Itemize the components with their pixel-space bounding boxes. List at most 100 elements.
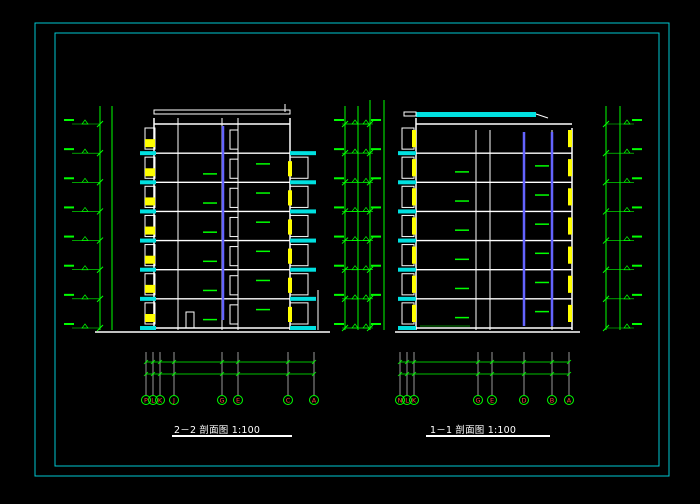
balcony-slab (290, 326, 316, 330)
axis-bubble (283, 395, 293, 405)
axis-bubble (409, 395, 419, 405)
level-text-mark (64, 206, 74, 209)
balcony-rail (144, 214, 156, 238)
balcony-slab (290, 209, 316, 214)
balcony-edge (412, 246, 416, 264)
level-symbol (351, 265, 359, 271)
right-section-title: 1－1 剖面图 1:100 (430, 425, 517, 436)
balcony-edge (145, 168, 155, 177)
level-symbol (81, 206, 89, 212)
roof-parapet (153, 109, 291, 115)
level-symbol (623, 119, 631, 125)
balcony-edge (288, 277, 292, 293)
balcony-slab (140, 296, 156, 301)
balcony-slab (398, 151, 416, 156)
level-text-mark (632, 235, 642, 238)
axis-label: J (172, 397, 175, 405)
axis-dim-tick (285, 359, 291, 365)
axis-bubble (155, 395, 165, 405)
level-text-mark (334, 293, 344, 296)
room-label-mark (256, 250, 270, 253)
room-label-mark (535, 165, 549, 167)
level-symbol (81, 323, 89, 329)
balcony-edge (145, 226, 155, 235)
balcony-slab (140, 209, 156, 214)
axis-dim-tick (521, 359, 527, 365)
level-text-mark (334, 235, 344, 238)
axis-label: G (219, 397, 224, 405)
balcony-rail (144, 302, 156, 325)
balcony-slab (140, 151, 156, 156)
balcony-edge (145, 197, 155, 206)
axis-dim-tick (219, 359, 225, 365)
axis-dim-tick (150, 359, 156, 365)
level-symbol (81, 177, 89, 183)
room-label-mark (203, 202, 217, 204)
left-title-underline (172, 435, 292, 437)
level-symbol (351, 177, 359, 183)
axis-label: A (312, 397, 317, 405)
balcony-slab (140, 180, 156, 185)
axis-bubble (402, 395, 412, 405)
room-label-mark (455, 200, 469, 202)
window-edge (568, 159, 572, 177)
level-text-mark (371, 293, 381, 296)
balcony-slab (290, 180, 316, 185)
balcony-edge (288, 219, 292, 235)
axis-dim-tick (171, 371, 177, 377)
roof-slope (535, 113, 549, 119)
balcony-slab (290, 267, 316, 272)
balcony-edge (145, 314, 155, 322)
level-symbol (351, 323, 359, 329)
level-text-mark (64, 177, 74, 180)
window-edge (568, 217, 572, 235)
balcony-edge (288, 306, 292, 322)
level-symbol (623, 294, 631, 300)
axis-bubble (564, 395, 574, 405)
axis-label: K (158, 397, 163, 405)
room-label-mark (256, 279, 270, 282)
level-symbol (81, 235, 89, 241)
axis-label: G (475, 397, 480, 405)
level-text-mark (371, 323, 381, 325)
level-text-mark (334, 206, 344, 209)
door (229, 216, 239, 238)
balcony-edge (412, 275, 416, 293)
balcony-slab (140, 267, 156, 272)
balcony-rail (144, 185, 156, 208)
axis-dim-tick (157, 359, 163, 365)
axis-dim-tick (143, 359, 149, 365)
room-label-mark (455, 171, 469, 173)
axis-label: N (398, 397, 403, 405)
balcony-slab (290, 296, 316, 301)
room-label-mark (203, 289, 217, 292)
axis-dim-tick (566, 359, 572, 365)
balcony-edge (412, 130, 416, 148)
window-edge (568, 304, 572, 322)
balcony-edge (288, 248, 292, 264)
balcony-rail (144, 244, 156, 267)
balcony-edge (412, 217, 416, 235)
axis-dim-tick (285, 371, 291, 377)
axis-label: P (144, 397, 148, 405)
axis-label: E (236, 397, 240, 405)
axis-dim-tick (235, 371, 241, 377)
level-text-mark (632, 293, 642, 296)
axis-dim-tick (150, 371, 156, 377)
axis-bubble (519, 395, 529, 405)
room-label-mark (256, 221, 270, 223)
room-label-mark (455, 287, 469, 290)
level-text-mark (64, 293, 74, 296)
balcony-slab (398, 209, 416, 214)
level-text-mark (632, 119, 642, 121)
room-label-mark (535, 194, 549, 196)
window-edge (568, 275, 572, 293)
balcony-edge (145, 139, 155, 148)
level-text-mark (632, 148, 642, 151)
level-text-mark (334, 177, 344, 180)
axis-dim-tick (157, 371, 163, 377)
level-symbol (81, 119, 89, 125)
roof-slab (416, 112, 536, 117)
